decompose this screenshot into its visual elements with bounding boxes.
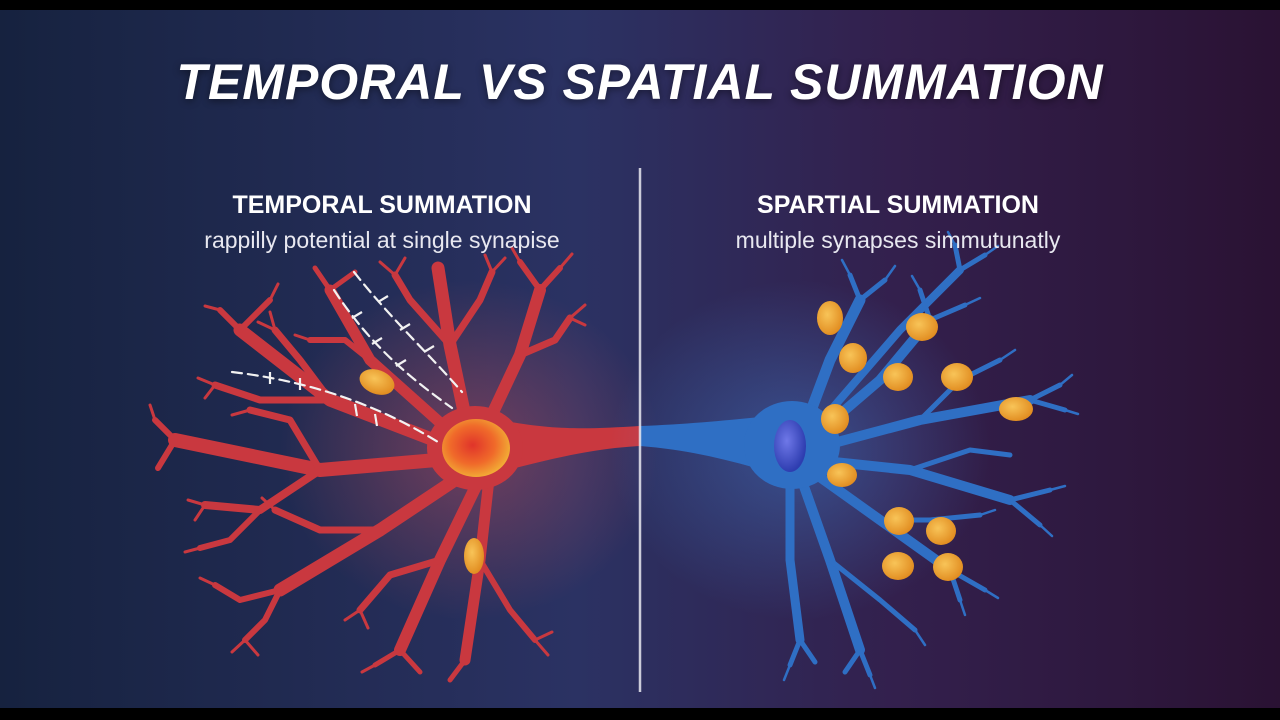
red-soma xyxy=(442,419,510,477)
synapse xyxy=(926,517,956,545)
synapse xyxy=(906,313,938,341)
top-letterbox xyxy=(0,0,1280,10)
spatial-heading: SPARTIAL SUMMATION xyxy=(757,191,1039,219)
synapse xyxy=(817,301,843,335)
spatial-caption: multiple synapses simmutunatly xyxy=(735,227,1061,253)
synapse xyxy=(839,343,867,373)
red-neuron xyxy=(148,246,660,683)
temporal-caption: rappilly potential at single synapise xyxy=(204,227,560,253)
synapse xyxy=(827,463,857,487)
synapse xyxy=(999,397,1033,421)
signal-lines xyxy=(230,270,464,444)
page-title: TEMPORAL VS SPATIAL SUMMATION xyxy=(176,54,1104,110)
synapse-cluster xyxy=(817,301,1033,581)
synapse xyxy=(933,553,963,581)
synapse xyxy=(359,369,395,395)
synapse xyxy=(464,538,484,574)
signal-ticks xyxy=(268,295,435,427)
blue-soma xyxy=(774,420,806,472)
temporal-heading: TEMPORAL SUMMATION xyxy=(232,191,532,219)
bottom-letterbox xyxy=(0,708,1280,720)
synapse xyxy=(883,363,913,391)
blue-neuron xyxy=(610,230,1080,690)
synapse xyxy=(884,507,914,535)
synapse xyxy=(941,363,973,391)
synapse xyxy=(821,404,849,434)
synapse xyxy=(882,552,914,580)
